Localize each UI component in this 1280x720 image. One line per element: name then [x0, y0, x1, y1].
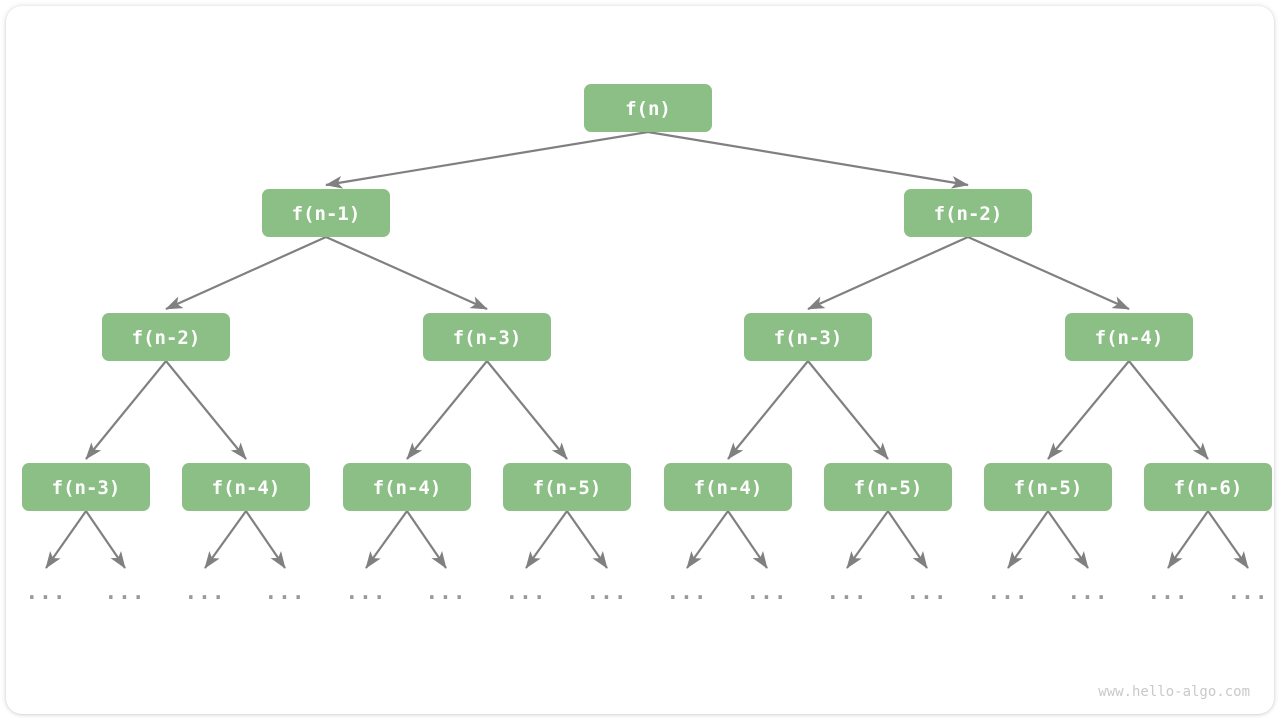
tree-node-label: f(n) [625, 98, 671, 120]
tree-node-label: f(n-2) [132, 327, 201, 349]
tree-edge [165, 360, 247, 460]
tree-node[interactable]: f(n-2) [102, 313, 230, 361]
leaf-ellipsis: ... [1148, 580, 1189, 604]
tree-edge [85, 360, 167, 460]
tree-edge-leaf [204, 510, 247, 569]
tree-node[interactable]: f(n-3) [744, 313, 872, 361]
leaf-ellipsis-layer: ........................................… [26, 580, 1269, 604]
leaf-ellipsis: ... [506, 580, 547, 604]
tree-edge-leaf [85, 510, 126, 569]
tree-edge-leaf [406, 510, 447, 569]
tree-node-box [664, 463, 792, 511]
tree-edge [325, 130, 649, 189]
tree-node[interactable]: f(n-2) [904, 189, 1032, 237]
tree-node[interactable]: f(n-3) [423, 313, 551, 361]
tree-node-box [182, 463, 310, 511]
edges-layer [45, 130, 1249, 569]
tree-node-box [102, 313, 230, 361]
tree-node-box [262, 189, 390, 237]
leaf-ellipsis: ... [1068, 580, 1109, 604]
watermark: www.hello-algo.com [1098, 684, 1250, 700]
tree-node[interactable]: f(n-6) [1144, 463, 1272, 511]
tree-node-label: f(n-3) [774, 327, 843, 349]
tree-edge [165, 235, 327, 311]
leaf-ellipsis: ... [265, 580, 306, 604]
leaf-ellipsis: ... [827, 580, 868, 604]
tree-node-box [744, 313, 872, 361]
tree-node-box [984, 463, 1112, 511]
tree-node-label: f(n-1) [292, 203, 361, 225]
tree-node[interactable]: f(n-4) [1065, 313, 1193, 361]
tree-edge-leaf [1007, 510, 1049, 569]
tree-edge [727, 360, 809, 460]
tree-node-box [343, 463, 471, 511]
leaf-ellipsis: ... [907, 580, 948, 604]
tree-node-label: f(n-3) [52, 477, 121, 499]
tree-node-label: f(n-4) [373, 477, 442, 499]
tree-node-box [904, 189, 1032, 237]
tree-edge [325, 235, 488, 311]
tree-node-box [1065, 313, 1193, 361]
tree-node-label: f(n-4) [212, 477, 281, 499]
tree-edge-leaf [887, 510, 928, 569]
tree-node[interactable]: f(n-4) [182, 463, 310, 511]
leaf-ellipsis: ... [346, 580, 387, 604]
tree-edge [486, 360, 568, 460]
tree-node[interactable]: f(n-4) [343, 463, 471, 511]
tree-node-label: f(n-3) [453, 327, 522, 349]
nodes-layer: f(n) f(n-1) f(n-2) f(n-2) f(n-3) f(n-3) f(n-4)… [22, 84, 1272, 511]
leaf-ellipsis: ... [667, 580, 708, 604]
tree-node[interactable]: f(n) [584, 84, 712, 132]
tree-node-label: f(n-4) [1095, 327, 1164, 349]
leaf-ellipsis: ... [426, 580, 467, 604]
tree-edge [1047, 360, 1130, 460]
tree-edge-leaf [45, 510, 87, 569]
leaf-ellipsis: ... [587, 580, 628, 604]
tree-node-box [824, 463, 952, 511]
tree-node[interactable]: f(n-5) [984, 463, 1112, 511]
tree-edge-leaf [365, 510, 408, 569]
tree-node[interactable]: f(n-4) [664, 463, 792, 511]
tree-node-box [584, 84, 712, 132]
tree-node-label: f(n-5) [854, 477, 923, 499]
tree-node-label: f(n-2) [934, 203, 1003, 225]
tree-edge-leaf [566, 510, 608, 569]
tree-edge [807, 235, 969, 311]
tree-edge [406, 360, 488, 460]
leaf-ellipsis: ... [26, 580, 67, 604]
tree-node[interactable]: f(n-5) [503, 463, 631, 511]
diagram-canvas: f(n) f(n-1) f(n-2) f(n-2) f(n-3) f(n-3) f(n-4)… [6, 6, 1274, 714]
tree-node-label: f(n-5) [1014, 477, 1083, 499]
tree-node[interactable]: f(n-3) [22, 463, 150, 511]
tree-edge-leaf [245, 510, 286, 569]
tree-node-label: f(n-5) [533, 477, 602, 499]
tree-edge [647, 130, 969, 189]
tree-edge-leaf [1167, 510, 1209, 569]
tree-edge [807, 360, 889, 460]
leaf-ellipsis: ... [988, 580, 1029, 604]
leaf-ellipsis: ... [105, 580, 146, 604]
tree-node[interactable]: f(n-1) [262, 189, 390, 237]
tree-node-box [1144, 463, 1272, 511]
tree-edge-leaf [1207, 510, 1249, 569]
tree-node[interactable]: f(n-5) [824, 463, 952, 511]
leaf-ellipsis: ... [185, 580, 226, 604]
leaf-ellipsis: ... [1228, 580, 1269, 604]
tree-edge [1128, 360, 1209, 460]
tree-node-label: f(n-4) [694, 477, 763, 499]
tree-edge-leaf [727, 510, 768, 569]
tree-node-label: f(n-6) [1174, 477, 1243, 499]
tree-edge-leaf [686, 510, 729, 569]
tree-node-box [22, 463, 150, 511]
recursion-tree: f(n) f(n-1) f(n-2) f(n-2) f(n-3) f(n-3) f(n-4)… [22, 84, 1272, 700]
tree-edge-leaf [846, 510, 889, 569]
leaf-ellipsis: ... [747, 580, 788, 604]
tree-edge [967, 235, 1130, 311]
tree-node-box [503, 463, 631, 511]
tree-edge-leaf [525, 510, 568, 569]
tree-node-box [423, 313, 551, 361]
tree-edge-leaf [1047, 510, 1089, 569]
